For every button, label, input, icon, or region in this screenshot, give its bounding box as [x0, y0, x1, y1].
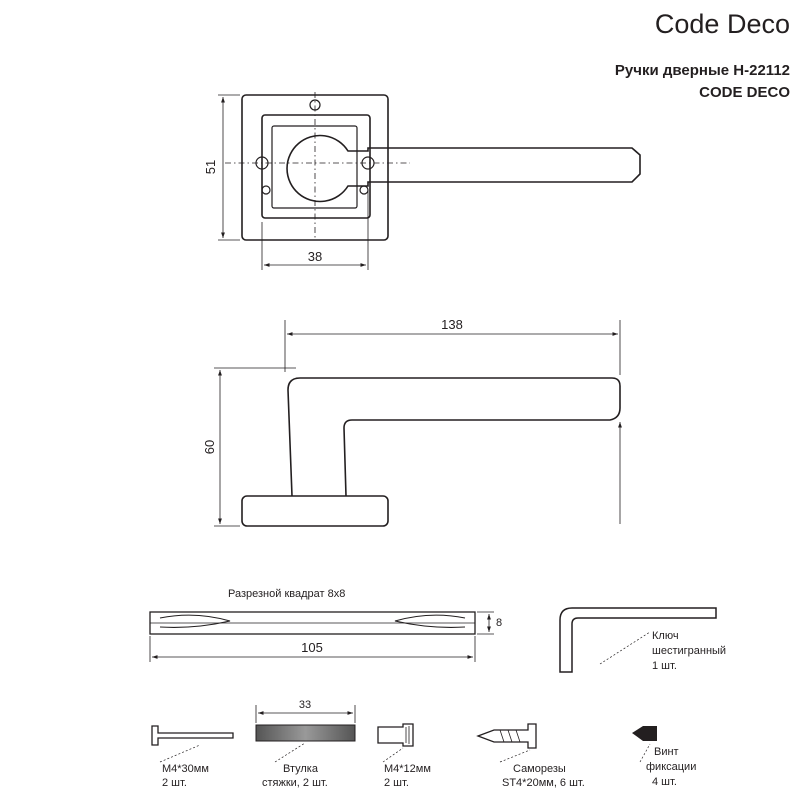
set-screw-qty: 4 шт.	[652, 776, 677, 788]
spindle-slot-left	[159, 614, 231, 628]
screw-m4x12-shape	[377, 723, 414, 747]
lever-top-outline	[286, 134, 641, 203]
hardware-parts: M4*30мм 2 шт. 33 Втулка стяжки, 2 шт. M4…	[151, 699, 696, 789]
product-brand-caps: CODE DECO	[699, 84, 790, 101]
dim-handle-height: 60	[202, 440, 217, 454]
dim-rosette-height: 51	[203, 160, 218, 174]
set-screw-shape	[632, 726, 657, 741]
set-screw-desc: фиксации	[646, 761, 696, 773]
screw-m4x30-qty: 2 шт.	[162, 777, 187, 789]
side-view: 138 60	[202, 317, 622, 527]
dim-spindle-length: 105	[301, 640, 323, 655]
lever-side-outline	[287, 377, 621, 497]
sleeve-desc: стяжки, 2 шт.	[262, 777, 328, 789]
self-tapping-name: Саморезы	[513, 763, 566, 775]
rosette-side	[241, 495, 389, 527]
dim-spindle-size: 8	[496, 617, 502, 629]
spindle-drawing: Разрезной квадрат 8x8 105 8	[149, 588, 502, 662]
screw-m4x12-qty: 2 шт.	[384, 777, 409, 789]
spindle-slot-right	[394, 614, 466, 628]
dim-handle-length: 138	[441, 317, 463, 332]
dim-rosette-width: 38	[308, 249, 322, 264]
hex-key-shape	[559, 607, 717, 673]
screw-m4x30-shape	[151, 725, 234, 746]
hex-key-name: Ключ	[652, 630, 679, 642]
hex-key-drawing: Ключ шестигранный 1 шт.	[559, 607, 726, 673]
product-title: Ручки дверные H-22112	[615, 62, 790, 79]
hex-key-type: шестигранный	[652, 645, 726, 657]
top-view: 51 38	[203, 92, 641, 270]
self-tapping-screw-shape	[476, 723, 537, 749]
sleeve-shape	[255, 724, 356, 742]
screw-m4x30-name: M4*30мм	[162, 763, 209, 775]
hex-key-leader	[599, 631, 651, 665]
set-screw-hole-left	[261, 185, 271, 195]
screw-m4x12-name: M4*12мм	[384, 763, 431, 775]
sleeve-name: Втулка	[283, 763, 319, 775]
rosette-recess	[271, 125, 358, 209]
rosette-inner	[261, 114, 371, 219]
spindle-title: Разрезной квадрат 8x8	[228, 588, 345, 600]
self-tapping-desc: ST4*20мм, 6 шт.	[502, 777, 585, 789]
hex-key-qty: 1 шт.	[652, 660, 677, 672]
set-screw-hole-right	[359, 185, 369, 195]
brand-logo: Code Deco	[655, 9, 790, 39]
dim-sleeve-length: 33	[299, 699, 311, 711]
set-screw-name: Винт	[654, 746, 679, 758]
